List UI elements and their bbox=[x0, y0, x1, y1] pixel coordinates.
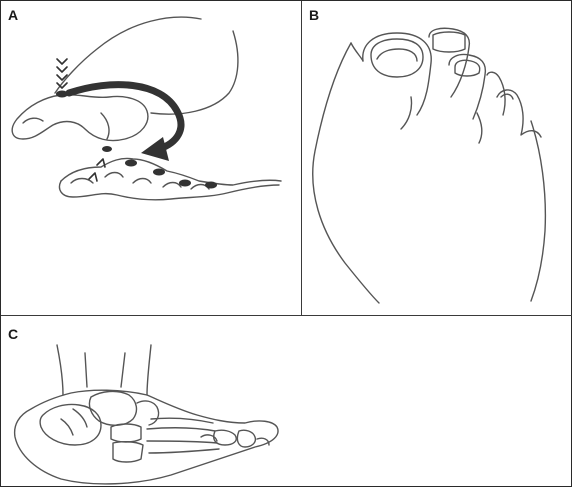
foot-left-outline bbox=[313, 43, 379, 303]
phalanx bbox=[257, 438, 269, 445]
donor-toe-nail bbox=[23, 118, 43, 123]
cuneiform-bone bbox=[113, 442, 143, 462]
panel-c: C bbox=[1, 315, 301, 488]
donor-toe-outline bbox=[12, 95, 148, 141]
panel-c-illustration bbox=[1, 315, 301, 488]
foot-medial-line bbox=[351, 43, 363, 61]
metatarsal bbox=[151, 418, 213, 423]
third-toe-nail bbox=[455, 60, 480, 76]
fifth-toe-nail bbox=[501, 94, 513, 99]
fibula-outline bbox=[121, 353, 125, 387]
recipient-toe-nail bbox=[105, 173, 123, 178]
leg-outline bbox=[57, 345, 63, 395]
foot-right-outline bbox=[531, 121, 545, 301]
phalanx bbox=[237, 430, 255, 447]
second-toe-nail bbox=[433, 32, 465, 52]
recipient-dot bbox=[153, 169, 165, 176]
foot-crease bbox=[477, 113, 482, 143]
recipient-dot bbox=[179, 180, 191, 187]
great-toe-outline bbox=[363, 33, 431, 115]
foot-outline bbox=[15, 390, 278, 484]
third-toe-outline bbox=[449, 54, 485, 119]
panel-a: A bbox=[1, 1, 301, 315]
calcaneus-bone bbox=[40, 404, 101, 445]
vertical-divider bbox=[301, 1, 302, 315]
cuboid-bone bbox=[137, 401, 159, 425]
leg-outline bbox=[147, 345, 151, 395]
bone-detail bbox=[73, 409, 87, 427]
donor-toe-crease bbox=[101, 113, 109, 139]
metatarsal bbox=[147, 441, 217, 443]
small-arrow-icon bbox=[89, 173, 97, 181]
metatarsal bbox=[147, 428, 215, 431]
tibia-outline bbox=[85, 353, 87, 387]
recipient-foot-top bbox=[61, 158, 281, 185]
metatarsal bbox=[149, 449, 219, 453]
navicular-bone bbox=[111, 424, 141, 442]
recipient-dot bbox=[205, 182, 217, 189]
recipient-toe-nail bbox=[163, 183, 181, 188]
fourth-toe-outline bbox=[487, 72, 505, 115]
transfer-arrow-head-icon bbox=[141, 137, 169, 161]
recipient-dot bbox=[102, 146, 112, 152]
great-toe-nail bbox=[371, 39, 423, 77]
chevron-marker-icon bbox=[57, 59, 67, 64]
recipient-dot bbox=[125, 160, 137, 167]
phalanx bbox=[214, 430, 237, 445]
panel-b-illustration bbox=[301, 1, 572, 315]
recipient-foot-sole bbox=[60, 181, 280, 200]
talus-bone bbox=[89, 391, 136, 425]
great-toe-nail-inner bbox=[377, 49, 417, 61]
leg-outline bbox=[151, 31, 238, 114]
panel-a-illustration bbox=[1, 1, 301, 315]
panel-b: B bbox=[301, 1, 572, 315]
horizontal-divider bbox=[1, 315, 572, 316]
recipient-toe-nail bbox=[133, 179, 151, 184]
chevron-marker-icon bbox=[57, 67, 67, 72]
panel-d-empty bbox=[301, 315, 572, 488]
foot-crease bbox=[401, 97, 412, 129]
bone-detail bbox=[61, 419, 73, 435]
